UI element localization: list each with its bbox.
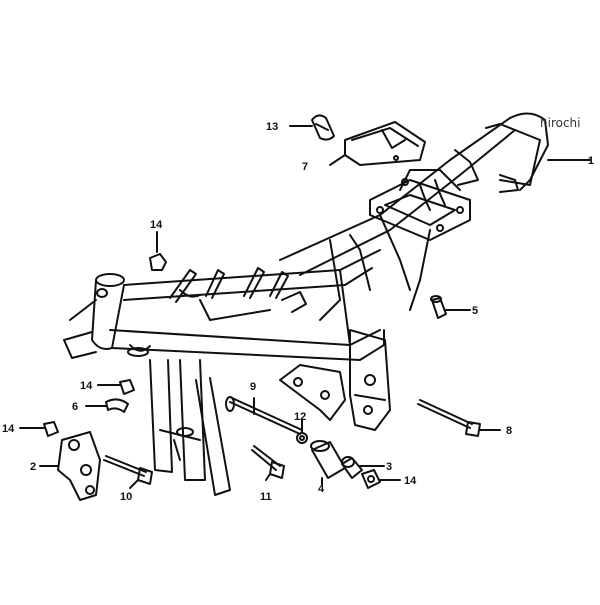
callout-9: 9 xyxy=(250,381,256,393)
callout-12: 12 xyxy=(294,411,306,423)
callout-7: 7 xyxy=(302,161,308,173)
callout-4: 4 xyxy=(318,483,325,495)
part-4-collar xyxy=(310,440,346,485)
part-7-plate xyxy=(329,121,426,166)
part-10-bolt xyxy=(103,455,153,489)
callout-6: 6 xyxy=(72,401,78,413)
callout-8: 8 xyxy=(506,425,512,437)
part-12-washer xyxy=(296,419,308,444)
part-14-nut-top xyxy=(149,231,167,271)
part-5-bushing xyxy=(430,295,471,319)
callout-2: 2 xyxy=(30,461,36,473)
callout-1: 1 xyxy=(588,155,594,167)
callout-3: 3 xyxy=(386,461,392,473)
down-tubes xyxy=(149,359,231,496)
swingarm-plate xyxy=(279,329,391,431)
part-11-bolt xyxy=(251,445,285,481)
part-8-bolt xyxy=(417,399,501,437)
part-14-nut-left xyxy=(19,421,59,437)
part-6-clamp xyxy=(85,398,129,413)
watermark: hirochi xyxy=(540,116,581,130)
cross-tubes xyxy=(169,267,307,313)
head-tube xyxy=(63,273,125,359)
part-3-bushing xyxy=(341,456,385,479)
callout-11: 11 xyxy=(260,491,272,503)
callout-10: 10 xyxy=(120,491,132,503)
seat-rail xyxy=(279,112,549,321)
callout-14-top: 14 xyxy=(150,219,163,231)
callout-5: 5 xyxy=(472,305,478,317)
part-14-nut-right xyxy=(361,469,401,489)
part-14-nut-mid xyxy=(97,379,135,395)
callout-14-right: 14 xyxy=(404,475,417,487)
part-9-bolt xyxy=(225,396,303,435)
rear-bracket xyxy=(369,169,471,241)
callout-14-mid: 14 xyxy=(80,380,93,392)
callout-14-left: 14 xyxy=(2,423,15,435)
callout-13: 13 xyxy=(266,121,278,133)
part-13-clip xyxy=(289,114,335,141)
part-2-bracket xyxy=(39,431,101,501)
